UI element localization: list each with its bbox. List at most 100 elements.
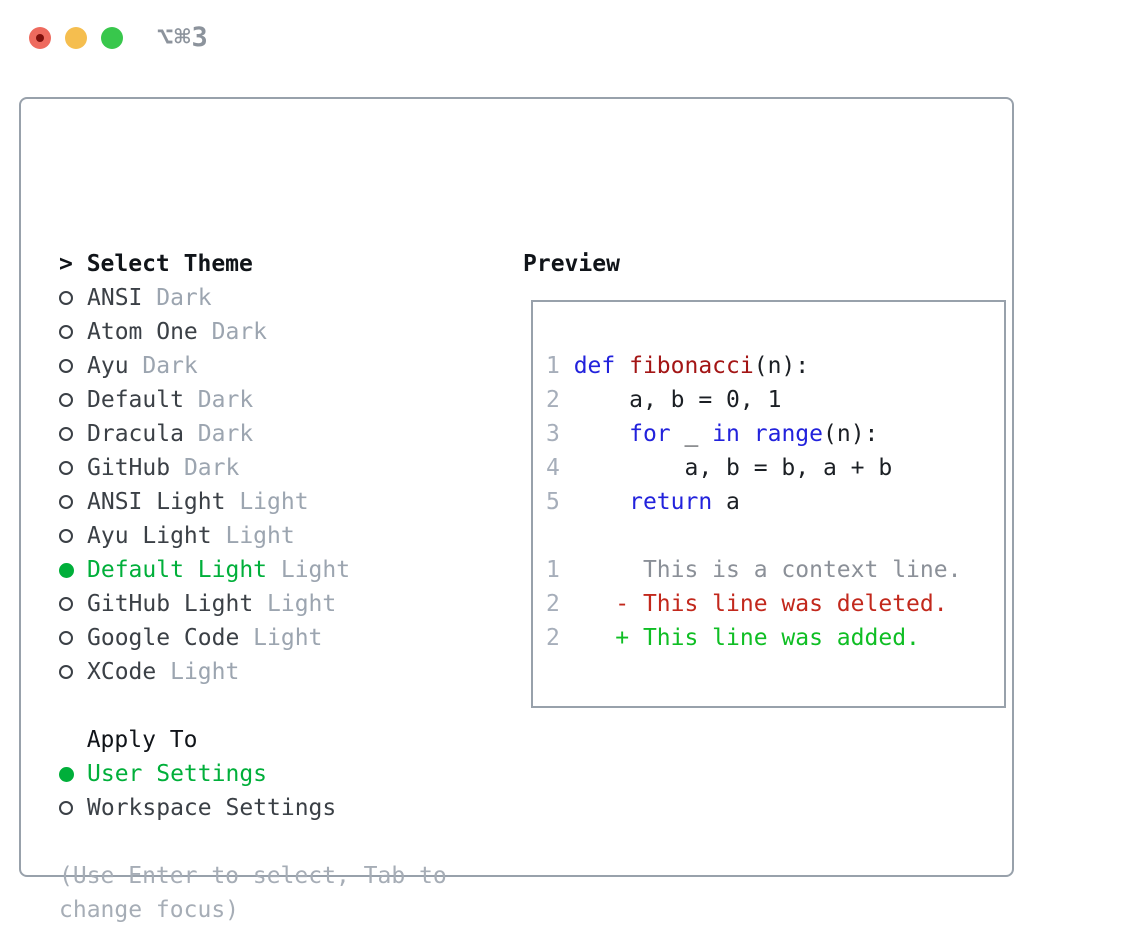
theme-variant-badge: Light [253,625,323,651]
radio-icon [59,359,73,373]
theme-option-label: ANSI Light [87,489,226,515]
theme-option-label: Default Light [87,557,268,583]
apply-to-header: Apply To [86,727,198,753]
radio-icon [59,427,73,441]
minimize-button[interactable] [65,27,87,49]
theme-option-google-code[interactable]: Google Code Light [59,621,447,655]
theme-variant-badge: Dark [183,455,240,481]
theme-option-github-light[interactable]: GitHub Light Light [59,587,447,621]
code-segment [574,421,629,447]
line-number: 1 [546,353,574,379]
theme-variant-badge: Light [267,591,337,617]
apply-option-workspace-settings[interactable]: Workspace Settings [59,791,447,825]
radio-icon [59,529,73,543]
radio-icon [59,665,73,679]
code-segment: range [753,421,823,447]
theme-option-label: Default [87,387,184,413]
code-segment: return [629,489,713,515]
theme-option-atom-one[interactable]: Atom One Dark [59,315,447,349]
radio-icon [59,631,73,645]
radio-selected-icon [59,766,74,782]
code-segment [740,421,754,447]
line-number: 5 [546,489,574,515]
code-segment: in [712,421,740,447]
radio-icon [59,325,73,339]
line-number: 4 [546,455,574,481]
line-number: 2 [546,387,574,413]
line-number: 2 [546,625,574,651]
theme-option-label: Atom One [87,319,198,345]
code-segment: - This line was deleted. [573,591,948,617]
theme-option-label: ANSI [87,285,143,311]
code-line: 1 This is a context line. [546,553,961,587]
radio-icon [59,597,73,611]
theme-option-ayu-light[interactable]: Ayu Light Light [59,519,447,553]
theme-variant-badge: Dark [156,285,212,311]
code-segment: _ [670,421,713,447]
theme-option-github[interactable]: GitHub Dark [59,451,447,485]
theme-option-label: Dracula [87,421,184,447]
apply-option-user-settings[interactable]: User Settings [59,757,447,791]
code-segment: (n): [823,421,879,447]
theme-option-label: GitHub [87,455,171,481]
spacer [59,689,447,723]
apply-option-label: User Settings [87,761,268,787]
code-segment: a, b = 0, 1 [573,387,782,413]
theme-option-ansi[interactable]: ANSI Dark [59,281,447,315]
theme-option-label: Google Code [87,625,240,651]
theme-option-label: Ayu Light [87,523,212,549]
code-line: 2 + This line was added. [546,621,961,655]
select-theme-header-label: > Select Theme [59,251,253,277]
theme-option-default-light[interactable]: Default Light Light [59,553,447,587]
code-line: 5 return a [546,485,961,519]
code-line: 1 def fibonacci(n): [546,349,961,383]
close-button[interactable] [29,27,51,49]
theme-variant-badge: Light [170,659,240,685]
code-line: 3 for _ in range(n): [546,417,961,451]
theme-option-xcode[interactable]: XCode Light [59,655,447,689]
code-segment: for [629,421,671,447]
zoom-button[interactable] [101,27,123,49]
theme-option-default[interactable]: Default Dark [59,383,447,417]
theme-variant-badge: Dark [197,387,254,413]
code-line [546,519,961,553]
code-segment: a, b = b, a + b [573,455,893,481]
theme-option-label: XCode [87,659,157,685]
radio-icon [59,461,73,475]
radio-icon [59,801,73,815]
code-segment: fibonacci [629,353,754,379]
line-number: 2 [546,591,574,617]
code-line: 2 - This line was deleted. [546,587,961,621]
radio-icon [59,495,73,509]
theme-option-label: GitHub Light [87,591,254,617]
line-number: 1 [546,557,574,583]
hint-line-2: change focus) [59,897,240,923]
theme-variant-badge: Light [225,523,295,549]
window-shortcut-label: ⌥⌘3 [157,22,209,53]
code-line: 2 a, b = 0, 1 [546,383,961,417]
code-line: 4 a, b = b, a + b [546,451,961,485]
line-number: 3 [546,421,574,447]
apply-option-label: Workspace Settings [87,795,337,821]
theme-variant-badge: Dark [211,319,268,345]
radio-icon [59,393,73,407]
spacer [59,825,447,859]
code-segment: def [573,353,630,379]
select-theme-header: > Select Theme [59,247,447,281]
code-segment: (n): [753,353,810,379]
titlebar [29,27,123,49]
hint-line-1: (Use Enter to select, Tab to [59,863,447,889]
radio-selected-icon [59,562,74,578]
radio-icon [59,291,73,305]
code-segment: This is a context line. [573,557,962,583]
theme-variant-badge: Light [280,557,351,583]
code-segment: a [712,489,740,515]
